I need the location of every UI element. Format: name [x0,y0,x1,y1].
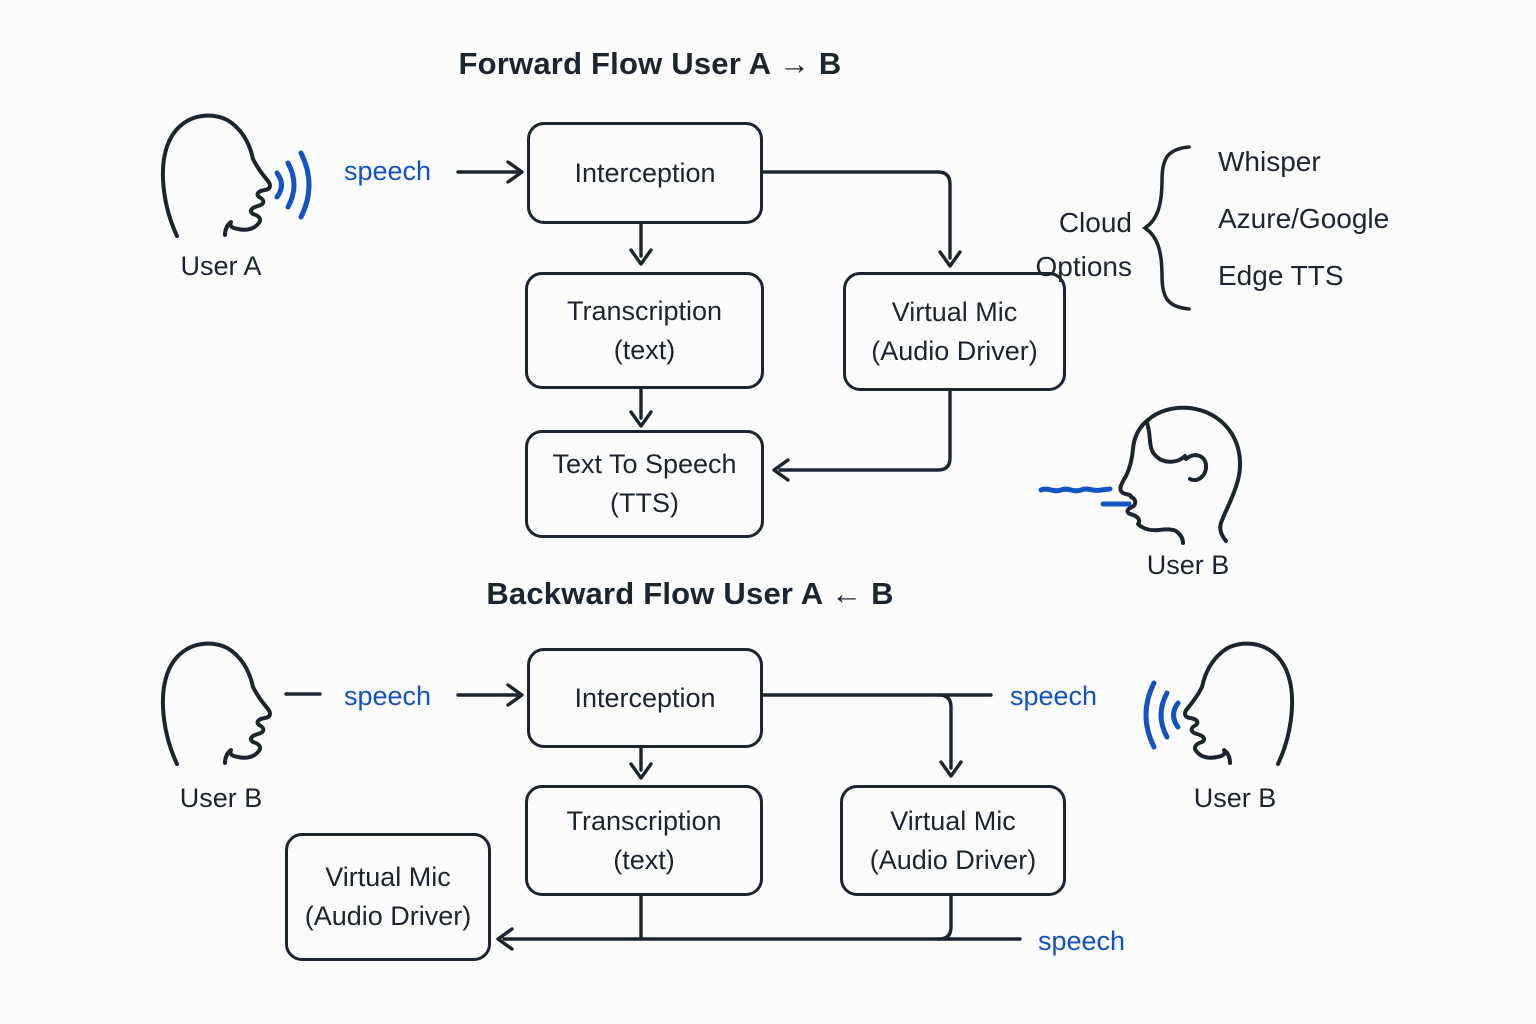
arrowhead-right-icon [506,683,524,707]
arrowhead-down-icon [629,410,653,428]
backward-speech-left-label: speech [344,681,432,711]
arrow-virtual-mic-to-tts [778,383,952,472]
forward-interception-box: Interception [527,122,763,224]
box-label-line1: Transcription [566,295,723,326]
arrowhead-down-icon [938,250,962,268]
box-label-line2: (Audio Driver) [304,901,472,931]
backward-speech-bottom-label: speech [1038,926,1126,956]
arrowhead-left-icon [772,458,790,482]
backward-flow-title: Backward Flow User A ← B [486,576,894,611]
cloud-options-list: Whisper Azure/Google Edge TTS [1218,147,1389,318]
arrowhead-right-icon [506,160,524,184]
cloud-option-edge-tts: Edge TTS [1218,260,1344,291]
backward-transcription-box: Transcription (text) [525,785,763,896]
user-b-right-head-icon [1183,641,1295,766]
box-label-line1: Virtual Mic [891,296,1018,327]
forward-transcription-box: Transcription (text) [525,272,764,389]
backward-user-b-left-label: User B [179,783,263,813]
arrowhead-down-icon [939,760,963,778]
user-b-left-head-icon [160,641,272,766]
backward-virtual-mic-right-box: Virtual Mic (Audio Driver) [840,785,1066,896]
backward-virtual-mic-left-box: Virtual Mic (Audio Driver) [285,833,491,961]
user-a-head-icon [160,113,272,238]
user-a-label: User A [180,251,262,281]
forward-user-b-label: User B [1146,550,1230,580]
arrowhead-down-icon [629,762,653,780]
cloud-options-label: Cloud Options [996,201,1133,289]
arrow-to-virtual-mic-right [937,693,953,770]
arrowhead-down-icon [629,248,653,266]
box-label: Interception [574,157,716,188]
cloud-option-whisper: Whisper [1218,146,1321,177]
line-virtual-mic-right-to-bottom [937,888,953,941]
box-label-line1: Transcription [566,805,722,836]
box-label-line2: (Audio Driver) [871,335,1038,366]
box-label-line1: Text To Speech [552,449,737,479]
backward-interception-box: Interception [527,648,763,748]
speech-lines-in-icon [1038,486,1132,507]
arrow-interception-to-virtual-mic [755,170,952,260]
forward-flow-title: Forward Flow User A → B [458,46,842,81]
forward-virtual-mic-box: Virtual Mic (Audio Driver) [843,272,1066,391]
forward-speech-label: speech [344,156,432,186]
sound-waves-left-icon [1143,680,1181,750]
forward-tts-box: Text To Speech (TTS) [525,430,764,538]
cloud-options-line2: Options [1035,251,1133,282]
box-label-line1: Virtual Mic [325,862,451,892]
box-label-line2: (TTS) [610,488,679,518]
forward-flow-connectors [456,160,962,482]
backward-user-b-right-label: User B [1193,783,1277,813]
curly-brace-icon [1141,145,1191,311]
backward-flow-connectors [284,683,1022,951]
arrowhead-left-icon [496,927,514,951]
box-label-line2: (text) [613,334,676,365]
cloud-options-line1: Cloud [1058,207,1132,238]
cloud-option-azure-google: Azure/Google [1218,203,1390,234]
box-label-line2: (Audio Driver) [869,844,1037,875]
box-label-line2: (text) [613,844,675,875]
box-label-line1: Virtual Mic [890,805,1016,836]
box-label: Interception [574,682,716,713]
backward-speech-right-label: speech [1010,681,1098,711]
sound-waves-out-icon [274,150,312,220]
user-b-listening-head-icon [1118,405,1243,545]
